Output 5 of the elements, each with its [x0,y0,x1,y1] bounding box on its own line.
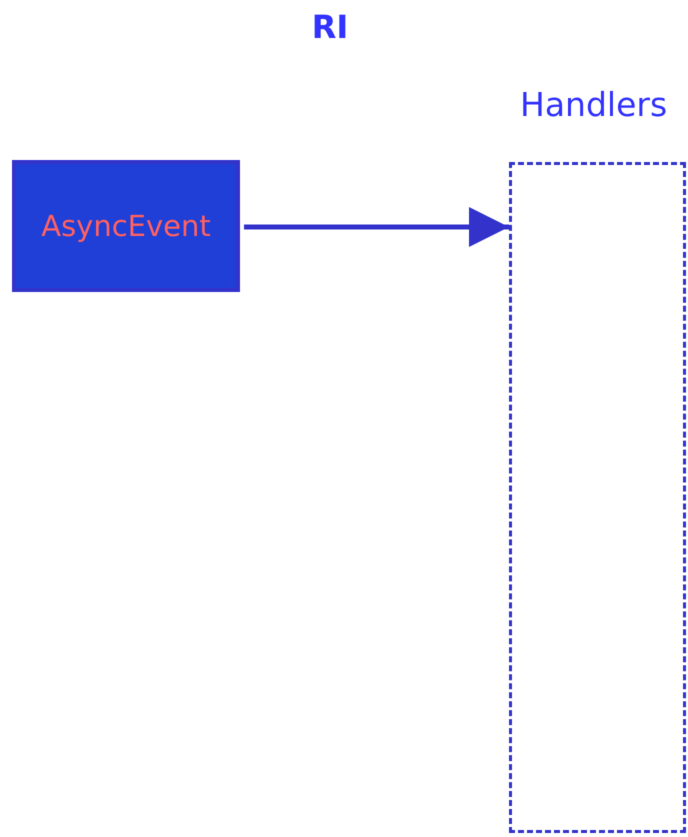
event-box [12,160,240,292]
event-label: AsyncEvent [41,209,211,243]
frame-heading: Handlers [520,85,668,124]
arrow [244,207,509,247]
title: RI [310,8,350,46]
